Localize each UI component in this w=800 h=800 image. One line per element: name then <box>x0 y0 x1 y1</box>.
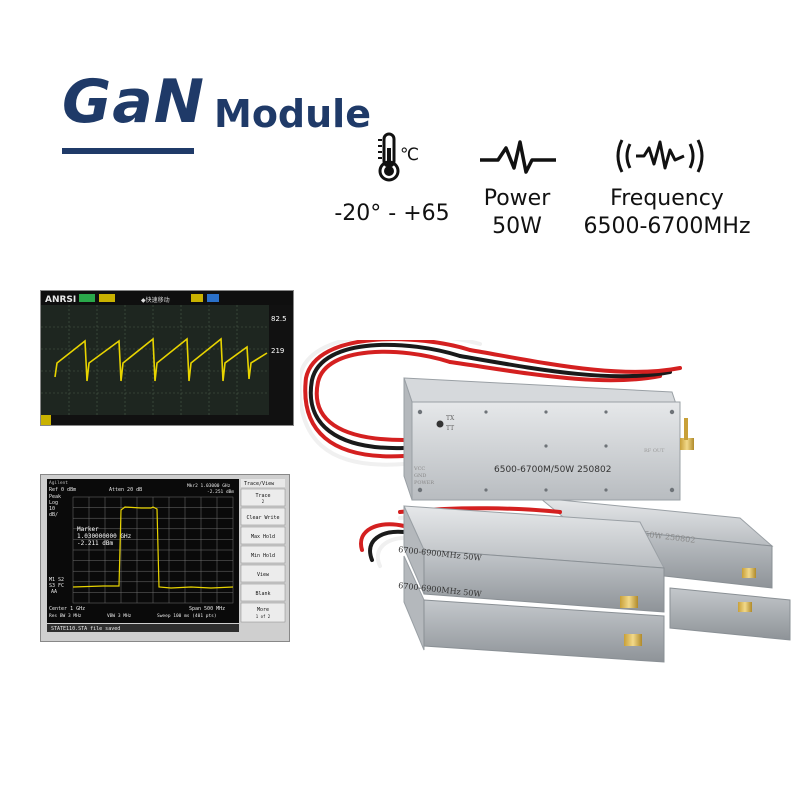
sma-connector-icon <box>742 568 756 578</box>
top-module-rf: RF OUT <box>644 448 665 454</box>
spectrum-analyzer-screenshot: Agilent Ref 0 dBm Atten 20 dB Mkr2 1.030… <box>40 474 290 642</box>
sma-connector-icon <box>738 602 752 612</box>
sma-connector-icon <box>620 596 638 608</box>
thermometer-icon: ℃ <box>378 132 419 182</box>
front-module-upper: 6700-6900MHz 50W <box>398 505 665 613</box>
oscilloscope-display: ANRSI ◆快速移动 82.5 219 <box>41 291 293 425</box>
gan-modules-photo: 6700-6900M/50W 250802 TX TT VCC GND POWE… <box>300 340 791 663</box>
marker-level: -2.211 dBm <box>77 540 114 547</box>
softkey-label: Max Hold <box>251 534 275 540</box>
softkey-blank[interactable] <box>240 583 286 602</box>
title-module: Module <box>214 92 371 136</box>
spectrum-rbw: Res BW 3 MHz <box>49 613 82 619</box>
spectrum-sweep: Sweep 100 ms (401 pts) <box>157 613 217 619</box>
power-label: Power <box>483 186 551 211</box>
top-module-vcc: VCC <box>413 466 425 472</box>
spectrum-left-3: dB/ <box>49 512 58 518</box>
oscilloscope-readout-2: 219 <box>271 347 284 355</box>
sma-connector-icon <box>680 438 694 450</box>
softkey-view[interactable] <box>240 564 286 583</box>
softkey-label: Blank <box>255 591 270 597</box>
oscilloscope-trace <box>54 337 268 382</box>
frequency-wave-icon <box>616 139 704 173</box>
top-module-power: POWER <box>414 480 434 486</box>
softkey-trace[interactable] <box>240 488 286 507</box>
temperature-value: -20° - +65 <box>334 201 450 226</box>
spectrum-left-2: 10 <box>49 506 55 512</box>
softkey-label: More <box>257 607 269 613</box>
oscilloscope-brand: ANRSI <box>45 295 76 305</box>
spectrum-ref: Ref 0 dBm <box>49 487 76 493</box>
softkey-max-hold[interactable] <box>240 526 286 545</box>
spectrum-mkr-level: -2.251 dBm <box>207 489 234 495</box>
marker-freq: 1.030000000 GHz <box>77 533 132 540</box>
spectrum-left-0: Peak <box>49 494 61 500</box>
title-underline <box>62 148 194 154</box>
temp-unit: ℃ <box>400 145 419 165</box>
antenna-pin-icon <box>684 418 688 440</box>
spectrum-left-1: Log <box>49 500 58 506</box>
top-module-tt: TT <box>446 425 454 432</box>
top-module-wires <box>300 340 682 467</box>
menu-title: Trace/View <box>244 481 275 487</box>
softkey-sub: 1 of 2 <box>256 614 271 619</box>
power-wave-icon <box>480 140 556 174</box>
front-module-lower: 6700-6900MHz 50W <box>398 555 665 663</box>
power-value: 50W <box>492 213 542 239</box>
top-module-label: 6500-6700M/50W 250802 <box>494 465 611 475</box>
top-module-gnd: GND <box>414 473 426 479</box>
marker-label: Marker <box>77 526 99 533</box>
softkey-label: Clear Write <box>246 515 279 521</box>
softkey-more[interactable] <box>240 602 286 623</box>
top-module-tx: TX <box>446 415 455 422</box>
oscilloscope-screenshot: ANRSI ◆快速移动 82.5 219 <box>40 290 294 426</box>
spectrum-left2-1: S3 FC <box>49 583 64 589</box>
softkey-label: View <box>257 572 270 578</box>
softkey-sub: 2 <box>262 499 265 504</box>
spectrum-center: Center 1 GHz <box>49 606 85 612</box>
oscilloscope-readout-1: 82.5 <box>271 315 287 323</box>
spectrum-left2-2: AA <box>51 589 57 595</box>
spectrum-brand: Agilent <box>49 480 68 486</box>
top-module: TX TT VCC GND POWER 6500-6700M/50W 25080… <box>403 377 694 501</box>
frequency-value: 6500-6700MHz <box>583 213 751 239</box>
frequency-spec: Frequency 6500-6700MHz <box>572 185 762 240</box>
oscilloscope-header: ◆快速移动 <box>141 296 170 304</box>
spectrum-status: STATE110.STA file saved <box>51 626 120 632</box>
softkey-menu: Trace 2 Clear Write Max Hold Min Hold Vi… <box>240 488 286 623</box>
spectrum-vbw: VBW 3 MHz <box>107 613 132 619</box>
softkey-label: Trace <box>255 493 270 499</box>
spectrum-display: Agilent Ref 0 dBm Atten 20 dB Mkr2 1.030… <box>41 475 289 641</box>
title-gan: GaN <box>62 67 205 137</box>
spectrum-trace <box>72 506 234 589</box>
spectrum-left2-0: M1 S2 <box>49 577 64 583</box>
power-spec: Power 50W <box>462 185 572 240</box>
spectrum-atten: Atten 20 dB <box>109 487 142 493</box>
spectrum-mkr: Mkr2 1.03000 GHz <box>187 483 231 489</box>
tx-led-icon <box>436 420 444 428</box>
softkey-label: Min Hold <box>251 553 275 559</box>
softkey-clear-write[interactable] <box>240 507 286 526</box>
softkey-min-hold[interactable] <box>240 545 286 564</box>
frequency-label: Frequency <box>610 186 724 211</box>
sma-connector-icon <box>624 634 642 646</box>
spectrum-span: Span 500 MHz <box>189 606 225 612</box>
